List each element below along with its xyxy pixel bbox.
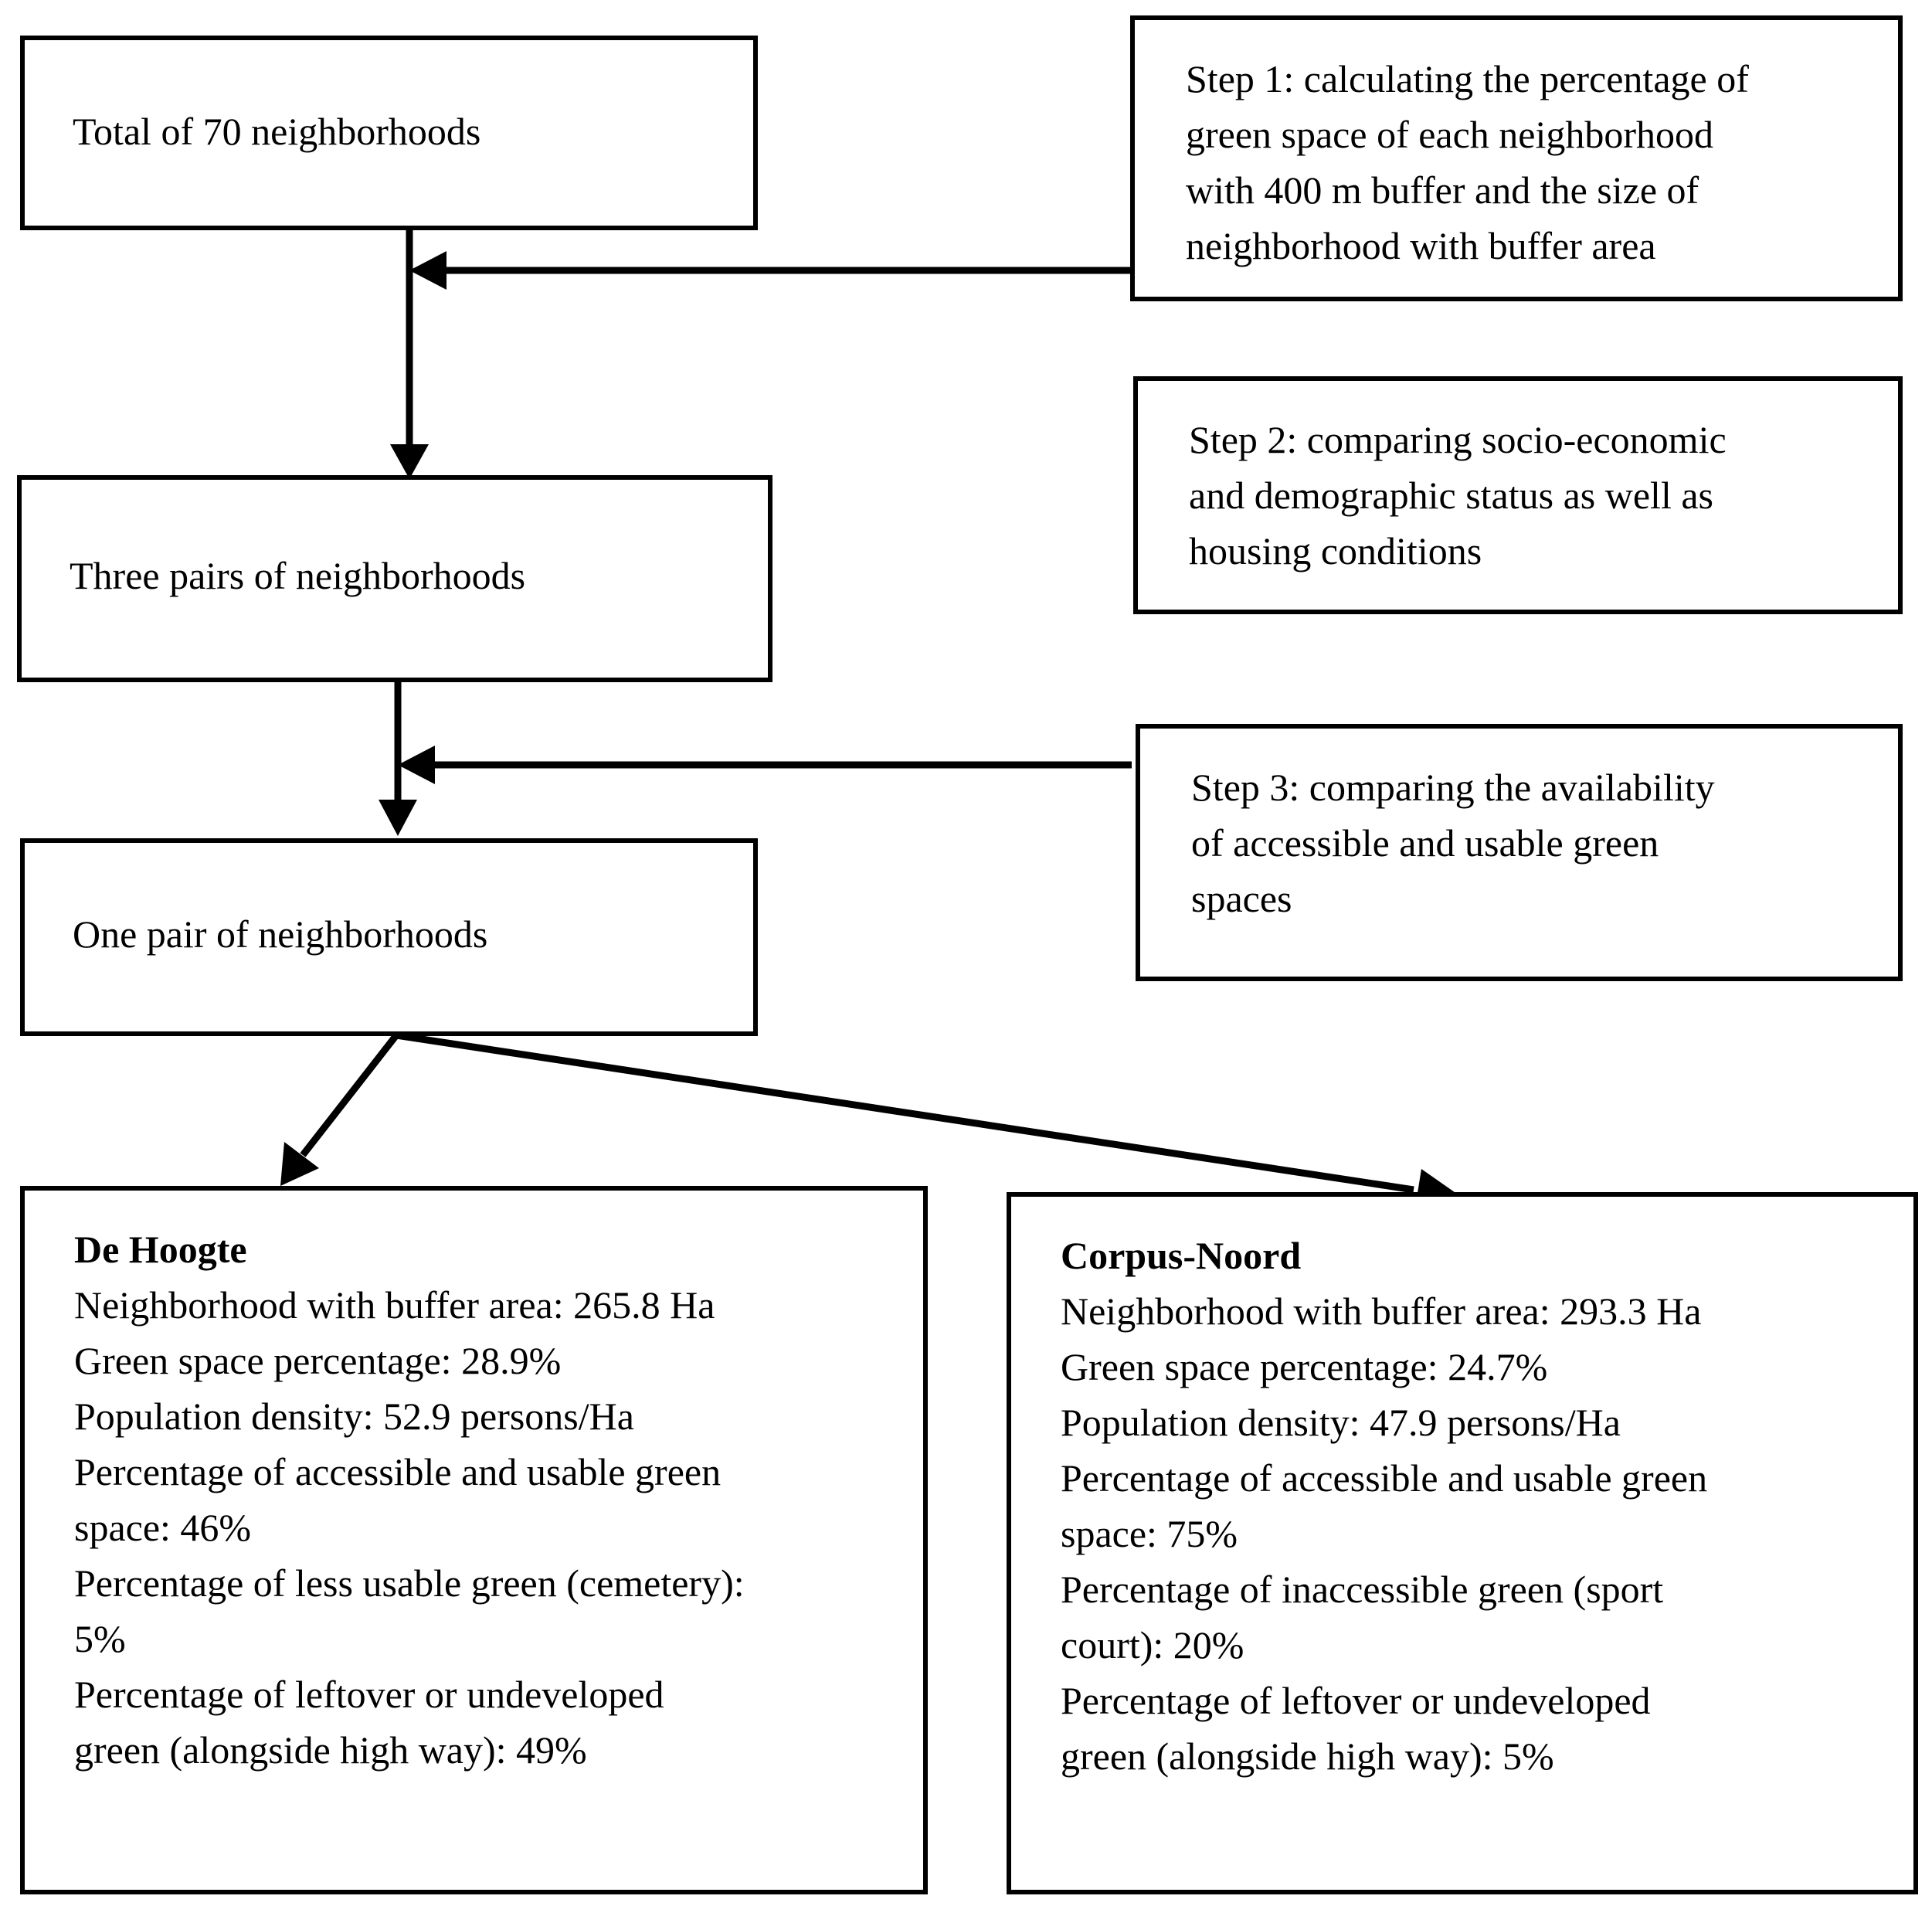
box-step-3: Step 3: comparing the availability of ac… [1136,724,1903,981]
arrowhead-left-1 [409,251,446,290]
corpus-noord-line: green (alongside high way): 5% [1061,1734,1554,1778]
box-one-pair-label: One pair of neighborhoods [73,912,488,956]
de-hoogte-title: De Hoogte [74,1228,247,1271]
step-3-line: Step 3: comparing the availability [1191,766,1715,809]
corpus-noord-title: Corpus-Noord [1061,1234,1302,1277]
corpus-noord-line: Population density: 47.9 persons/Ha [1061,1401,1621,1444]
de-hoogte-line: green (alongside high way): 49% [74,1728,587,1772]
box-three-pairs: Three pairs of neighborhoods [17,475,772,682]
box-total-label: Total of 70 neighborhoods [73,110,481,153]
de-hoogte-line: Green space percentage: 28.9% [74,1339,562,1382]
box-one-pair: One pair of neighborhoods [20,838,758,1036]
step-1-line: Step 1: calculating the percentage of [1186,57,1749,100]
box-step-1: Step 1: calculating the percentage of gr… [1130,15,1903,301]
box-de-hoogte: De Hoogte Neighborhood with buffer area:… [20,1186,928,1894]
step-1-line: with 400 m buffer and the size of [1186,168,1699,212]
corpus-noord-line: Percentage of accessible and usable gree… [1061,1456,1708,1500]
step-3-line: of accessible and usable green [1191,821,1659,865]
step-2-text: Step 2: comparing socio-economic and dem… [1189,412,1727,579]
step-1-line: neighborhood with buffer area [1186,224,1656,267]
step-3-line: spaces [1191,877,1292,920]
arrowhead-down-1 [390,444,429,479]
arrowhead-diag-left [280,1142,319,1186]
corpus-noord-line: court): 20% [1061,1623,1244,1666]
arrowhead-down-2 [379,800,417,836]
step-1-line: green space of each neighborhood [1186,113,1714,156]
step-3-text: Step 3: comparing the availability of ac… [1191,759,1715,926]
de-hoogte-line: Population density: 52.9 persons/Ha [74,1395,634,1438]
step-2-line: housing conditions [1189,529,1482,572]
de-hoogte-line: Percentage of leftover or undeveloped [74,1673,664,1716]
step-2-line: Step 2: comparing socio-economic [1189,418,1727,461]
de-hoogte-line: space: 46% [74,1506,252,1549]
de-hoogte-content: De Hoogte Neighborhood with buffer area:… [74,1221,745,1778]
step-2-line: and demographic status as well as [1189,474,1713,517]
box-corpus-noord: Corpus-Noord Neighborhood with buffer ar… [1007,1192,1918,1894]
de-hoogte-line: 5% [74,1617,126,1660]
step-1-text: Step 1: calculating the percentage of gr… [1186,51,1749,273]
corpus-noord-line: Green space percentage: 24.7% [1061,1345,1548,1388]
arrow-one-pair-to-de-hoogte [300,1033,399,1157]
box-step-2: Step 2: comparing socio-economic and dem… [1133,376,1903,614]
box-total-neighborhoods: Total of 70 neighborhoods [20,36,758,230]
corpus-noord-content: Corpus-Noord Neighborhood with buffer ar… [1061,1228,1707,1784]
de-hoogte-line: Percentage of less usable green (cemeter… [74,1561,745,1605]
arrow-one-pair-to-corpus-noord [396,1031,1414,1194]
corpus-noord-line: Neighborhood with buffer area: 293.3 Ha [1061,1289,1702,1333]
box-three-pairs-label: Three pairs of neighborhoods [70,554,526,597]
corpus-noord-line: Percentage of inaccessible green (sport [1061,1568,1664,1611]
corpus-noord-line: Percentage of leftover or undeveloped [1061,1679,1651,1722]
corpus-noord-line: space: 75% [1061,1512,1238,1555]
de-hoogte-line: Percentage of accessible and usable gree… [74,1450,722,1493]
de-hoogte-line: Neighborhood with buffer area: 265.8 Ha [74,1283,715,1327]
arrowhead-left-2 [398,746,435,784]
